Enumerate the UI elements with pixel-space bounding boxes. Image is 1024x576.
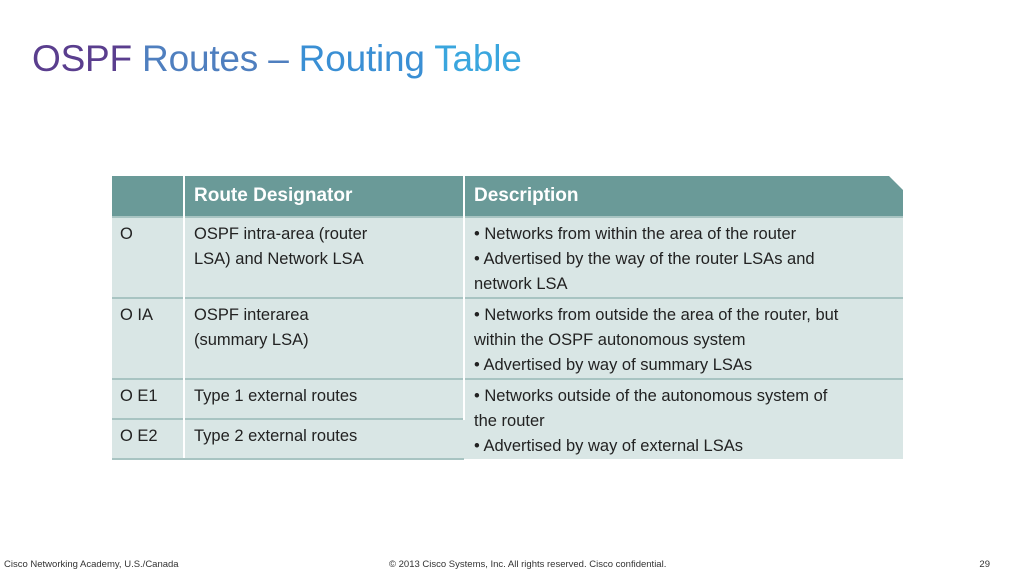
title-part-table: Table bbox=[434, 38, 522, 79]
footer-copyright: © 2013 Cisco Systems, Inc. All rights re… bbox=[389, 559, 667, 570]
title-part-routes: Routes bbox=[142, 38, 259, 79]
route-description-external: • Networks outside of the autonomous sys… bbox=[464, 378, 903, 459]
description-line: • Networks from outside the area of the … bbox=[474, 306, 839, 324]
route-designator: Type 2 external routes bbox=[184, 418, 464, 460]
title-part-routing: Routing bbox=[298, 38, 425, 79]
header-code bbox=[112, 176, 185, 217]
route-designator: OSPF intra-area (router LSA) and Network… bbox=[184, 216, 465, 298]
table-row: O IA OSPF interarea (summary LSA) • Netw… bbox=[112, 297, 903, 379]
header-description: Description bbox=[464, 176, 903, 217]
title-part-ospf: OSPF bbox=[32, 38, 132, 79]
description-line: • Networks outside of the autonomous sys… bbox=[474, 387, 828, 405]
description-line: • Networks from within the area of the r… bbox=[474, 225, 797, 243]
title-dash: – bbox=[268, 38, 289, 79]
designator-line: OSPF intra-area (router bbox=[194, 225, 368, 243]
table-row: O OSPF intra-area (router LSA) and Netwo… bbox=[112, 216, 903, 298]
description-line: within the OSPF autonomous system bbox=[474, 331, 746, 349]
route-designator-table: Route Designator Description O OSPF intr… bbox=[112, 176, 903, 460]
designator-line: Type 1 external routes bbox=[194, 387, 358, 405]
route-code: O E2 bbox=[112, 418, 185, 460]
description-line: • Advertised by way of external LSAs bbox=[474, 437, 743, 455]
table-corner-notch bbox=[889, 176, 903, 190]
page-number: 29 bbox=[979, 559, 990, 570]
route-code: O E1 bbox=[112, 378, 185, 419]
route-description: • Networks from within the area of the r… bbox=[464, 216, 903, 298]
description-line: • Advertised by the way of the router LS… bbox=[474, 250, 815, 268]
route-code: O IA bbox=[112, 297, 185, 379]
description-line: network LSA bbox=[474, 275, 568, 293]
description-line: • Advertised by way of summary LSAs bbox=[474, 356, 753, 374]
designator-line: LSA) and Network LSA bbox=[194, 250, 364, 268]
table-row: O E1 Type 1 external routes • Networks o… bbox=[112, 378, 903, 459]
table-row: O E2 Type 2 external routes bbox=[112, 418, 903, 460]
designator-line: (summary LSA) bbox=[194, 331, 309, 349]
route-designator: OSPF interarea (summary LSA) bbox=[184, 297, 465, 379]
slide-title: OSPF Routes – Routing Table bbox=[32, 36, 522, 82]
route-description: • Networks from outside the area of the … bbox=[464, 297, 903, 379]
header-route-designator: Route Designator bbox=[184, 176, 465, 217]
description-line: the router bbox=[474, 412, 545, 430]
route-designator: Type 1 external routes bbox=[184, 378, 465, 419]
designator-line: Type 2 external routes bbox=[194, 427, 358, 445]
footer-academy: Cisco Networking Academy, U.S./Canada bbox=[4, 559, 179, 570]
designator-line: OSPF interarea bbox=[194, 306, 309, 324]
table-header-row: Route Designator Description bbox=[112, 176, 903, 217]
route-code: O bbox=[112, 216, 185, 298]
